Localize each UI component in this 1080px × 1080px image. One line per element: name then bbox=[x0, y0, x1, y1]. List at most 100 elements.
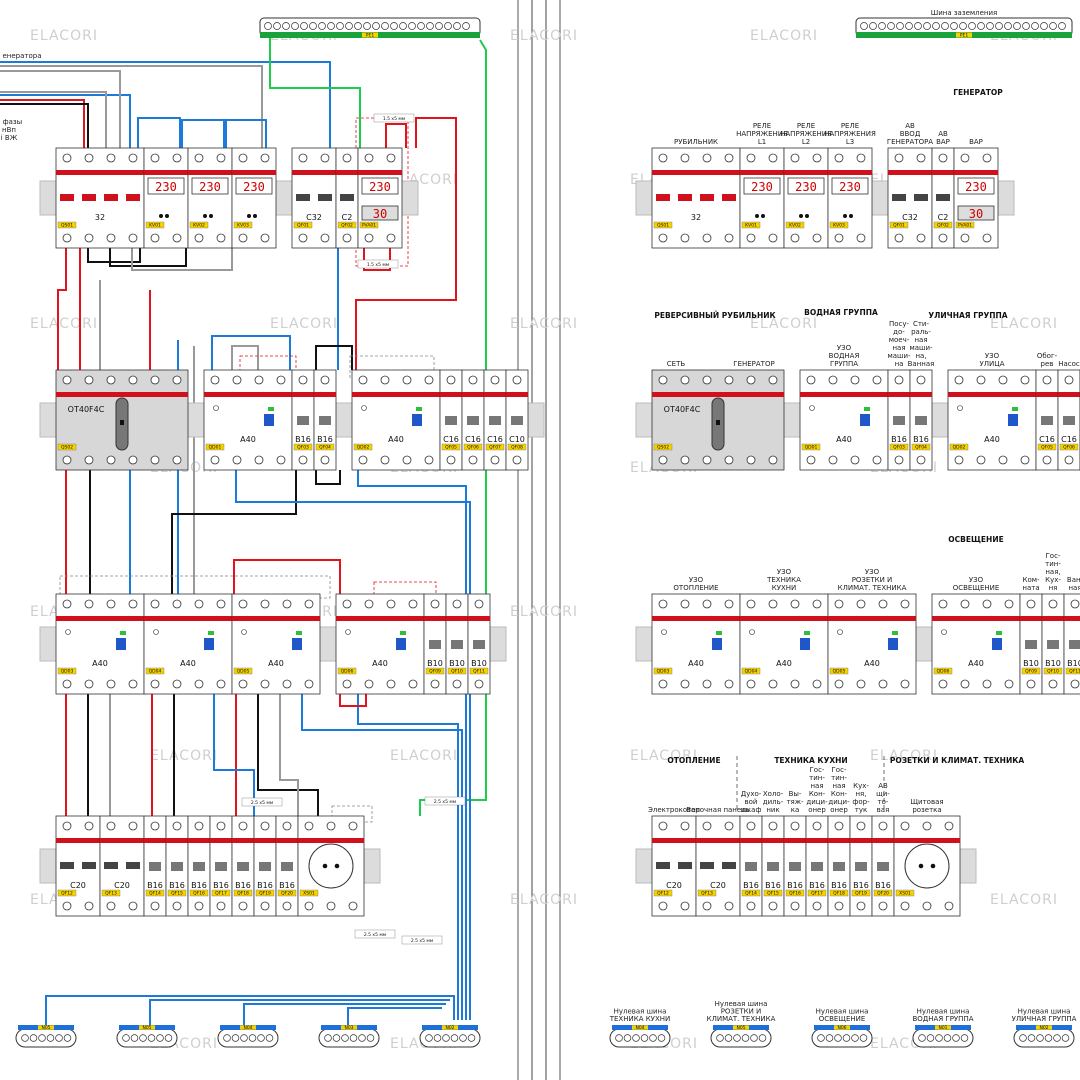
ground-bus-tag-box bbox=[362, 32, 378, 38]
terminal bbox=[1048, 679, 1058, 689]
device-band bbox=[800, 392, 888, 397]
bus-hole bbox=[164, 1034, 173, 1042]
device-rating: A40 bbox=[372, 659, 388, 668]
terminal bbox=[260, 679, 270, 689]
device-tag-box bbox=[785, 889, 805, 897]
device-tag: KV03 bbox=[833, 223, 845, 229]
terminal bbox=[960, 233, 970, 243]
device-rating: A40 bbox=[240, 435, 256, 444]
device-band bbox=[210, 838, 232, 843]
device-caption: Кон- bbox=[831, 790, 848, 798]
device-tag: XS01 bbox=[303, 891, 315, 897]
test-indicator bbox=[1012, 407, 1018, 411]
device-rating: A40 bbox=[836, 435, 852, 444]
section-title: ОСВЕЩЕНИЕ bbox=[948, 535, 1003, 544]
terminal bbox=[998, 375, 1008, 385]
device-caption: НАПРЯЖЕНИЯ bbox=[780, 130, 832, 138]
toggle bbox=[429, 640, 441, 649]
terminal bbox=[106, 821, 116, 831]
terminal bbox=[680, 679, 690, 689]
device-rating: C16 bbox=[443, 435, 459, 444]
toggle bbox=[126, 862, 140, 869]
device-caption: РУБИЛЬНИК bbox=[674, 138, 718, 146]
terminal bbox=[680, 153, 690, 163]
bus-hole bbox=[38, 1034, 46, 1042]
neutral-bus-tag-box bbox=[632, 1025, 648, 1030]
test-button bbox=[941, 629, 947, 635]
terminal bbox=[1048, 599, 1058, 609]
terminal bbox=[916, 375, 926, 385]
relay-display bbox=[191, 177, 229, 195]
terminal bbox=[150, 233, 160, 243]
wire bbox=[339, 694, 367, 707]
ground-bus-title: Шина заземления bbox=[931, 9, 998, 17]
bus-hole bbox=[932, 22, 940, 30]
terminal bbox=[856, 821, 866, 831]
bus-hole bbox=[923, 22, 931, 30]
terminal bbox=[806, 455, 816, 465]
toggle bbox=[855, 862, 867, 871]
terminal bbox=[232, 455, 242, 465]
terminal bbox=[680, 455, 690, 465]
device-tag: QF07 bbox=[489, 445, 501, 451]
device-tag-box bbox=[785, 221, 805, 229]
terminal bbox=[298, 153, 308, 163]
bus-hole bbox=[223, 1034, 231, 1042]
toggle bbox=[445, 416, 457, 425]
terminal bbox=[724, 233, 734, 243]
relay-display-value: 230 bbox=[155, 180, 177, 194]
terminal bbox=[128, 455, 138, 465]
wire bbox=[269, 38, 361, 148]
led bbox=[165, 214, 169, 218]
terminal bbox=[960, 679, 970, 689]
terminal bbox=[216, 599, 226, 609]
device-tag-box bbox=[233, 889, 253, 897]
device-tag-box bbox=[353, 443, 373, 451]
bus-hole bbox=[408, 22, 416, 30]
terminal bbox=[982, 599, 992, 609]
test-button bbox=[345, 629, 351, 635]
terminal bbox=[260, 153, 270, 163]
device-rating: B16 bbox=[743, 881, 759, 890]
device-tag-box bbox=[873, 889, 893, 897]
neutral-bus-caption: РОЗЕТКИ И bbox=[721, 1008, 762, 1016]
bus-hole bbox=[399, 22, 407, 30]
neutral-bus-tag-box bbox=[834, 1025, 850, 1030]
device-tag: QF20 bbox=[877, 891, 889, 897]
neutral-bus-tag-box bbox=[38, 1025, 54, 1030]
toggle bbox=[296, 194, 310, 201]
neutral-bus: N04 bbox=[609, 1025, 671, 1048]
terminal bbox=[702, 153, 712, 163]
neutral-bus-caption: Нулевая шина bbox=[917, 1008, 970, 1016]
device-rating: B10 bbox=[1045, 659, 1061, 668]
bus-hole bbox=[336, 22, 344, 30]
terminal bbox=[490, 375, 500, 385]
device-tag-box bbox=[57, 443, 77, 451]
toggle bbox=[1008, 414, 1018, 426]
device-tag-box bbox=[359, 221, 379, 229]
device-body bbox=[357, 147, 403, 249]
terminal bbox=[746, 233, 756, 243]
terminal bbox=[746, 679, 756, 689]
device-band bbox=[56, 392, 188, 397]
section-title: ТЕХНИКА КУХНИ bbox=[774, 756, 847, 765]
terminal bbox=[282, 599, 292, 609]
terminal bbox=[724, 679, 734, 689]
terminal bbox=[210, 455, 220, 465]
device-tag-box bbox=[851, 889, 871, 897]
terminal bbox=[282, 679, 292, 689]
meter-display2 bbox=[361, 205, 399, 221]
bus-hole bbox=[914, 22, 922, 30]
terminal bbox=[452, 599, 462, 609]
led bbox=[805, 214, 809, 218]
device-band bbox=[740, 838, 762, 843]
toggle bbox=[789, 862, 801, 871]
terminal bbox=[702, 821, 712, 831]
device-band bbox=[652, 170, 740, 175]
device-tag-box bbox=[57, 667, 77, 675]
device-tag: QF12 bbox=[61, 891, 73, 897]
